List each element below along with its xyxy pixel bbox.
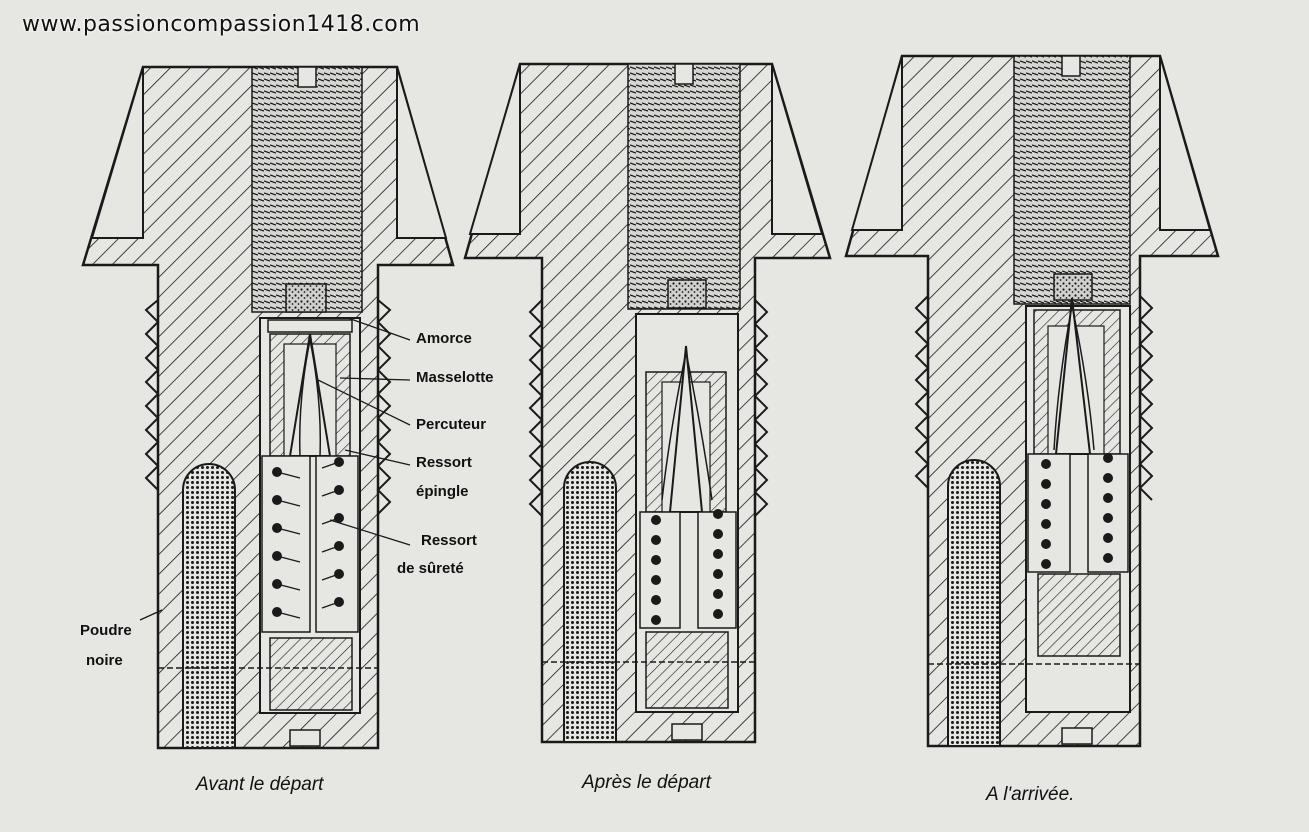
fuze-arrival-spring-housing-left <box>1027 453 1071 573</box>
fuze-arrival-thread-left <box>914 295 930 489</box>
fuze-before-base-slot <box>289 729 321 747</box>
label-ressort-epingle-line2: épingle <box>416 483 469 500</box>
fuze-arrival-primer <box>1053 273 1093 301</box>
fuze-after-base-slot <box>671 723 703 741</box>
fuze-after-bottom-plug <box>645 631 729 709</box>
fuze-before-spring-housing-left <box>261 455 311 633</box>
fuze-arrival-bottom-plug <box>1037 573 1121 657</box>
label-amorce: Amorce <box>416 330 472 347</box>
label-ressort-epingle-line1: Ressort <box>416 454 472 471</box>
fuze-arrival-spring-coils <box>1041 453 1113 569</box>
fuze-after-head-cutout-left <box>468 63 521 235</box>
fuze-before-thread-right <box>376 299 392 515</box>
fuze-before-primer <box>285 283 327 313</box>
fuze-before-coil-lines <box>276 461 340 619</box>
fuze-arrival-poudre-noire <box>947 459 1001 747</box>
label-poudre-line1: Poudre <box>80 622 132 639</box>
fuze-after-primer <box>667 279 707 309</box>
fuze-arrival-slot <box>1061 55 1081 77</box>
fuze-before-epingle <box>298 339 322 457</box>
leader-lines <box>139 317 411 621</box>
site-watermark: www.passioncompassion1418.com <box>22 12 421 37</box>
fuze-after-percuteur <box>668 345 704 513</box>
fuze-after-head-cutout-right <box>771 63 824 235</box>
fuze-after-spring-housing-left <box>639 511 681 629</box>
fuze-before-head-cutout-left <box>90 66 144 239</box>
fuze-before-poudre-noire <box>182 463 236 749</box>
fuze-after-thread-right <box>753 299 769 517</box>
fuze-arrival-head-cutout-right <box>1159 55 1212 231</box>
fuze-before-spring-housing-right <box>315 455 359 633</box>
fuze-arrival-thread-right <box>1138 295 1154 501</box>
caption-before: Avant le départ <box>196 774 324 795</box>
fuze-after-epingle <box>661 351 713 501</box>
fuze-after-threaded-plug <box>627 63 741 310</box>
label-percuteur: Percuteur <box>416 416 487 433</box>
fuze-before <box>81 65 455 750</box>
fuze-before-slot <box>297 66 317 88</box>
fuze-after-slot <box>674 63 694 85</box>
label-masselotte: Masselotte <box>416 369 494 386</box>
fuze-arrival-head-cutout-left <box>850 55 903 231</box>
caption-after: Après le départ <box>582 772 711 793</box>
fuze-before-thread-left <box>144 299 160 491</box>
fuze-arrival-epingle <box>1053 305 1095 451</box>
fuze-before-threaded-plug <box>251 66 363 313</box>
fuze-after-spring-coils <box>651 509 723 625</box>
fuze-arrival-base-slot <box>1061 727 1093 745</box>
fuze-after <box>463 62 832 744</box>
label-ressort-surete-line2: de sûreté <box>397 560 464 577</box>
fuze-before-cap <box>267 319 353 333</box>
caption-arrival: A l'arrivée. <box>986 784 1075 805</box>
label-poudre-line2: noire <box>86 652 123 669</box>
fuze-arrival-threaded-plug <box>1013 55 1131 305</box>
label-ressort-surete-line1: Ressort <box>421 532 477 549</box>
fuze-before-head-cutout-right <box>396 66 448 239</box>
fuze-arrival <box>844 54 1220 748</box>
fuze-before-bottom-plug <box>269 637 353 711</box>
fuze-after-thread-left <box>528 299 544 517</box>
fuze-after-poudre-noire <box>563 461 617 743</box>
fuze-arrival-percuteur <box>1054 297 1092 455</box>
